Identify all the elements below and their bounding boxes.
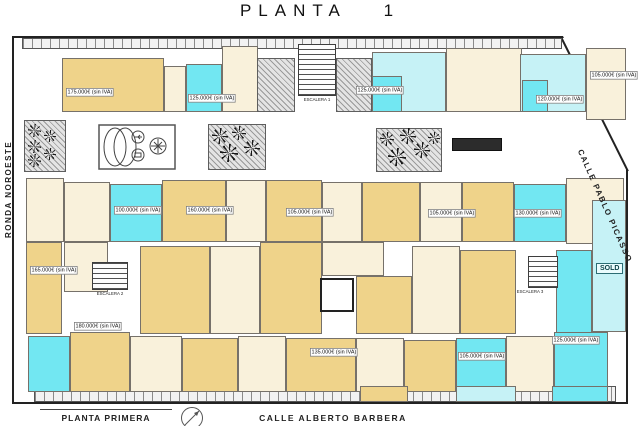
price-tag: 105.000€ (sin IVA) xyxy=(286,208,334,217)
apartment-unit xyxy=(362,182,420,242)
apartment-unit xyxy=(64,182,110,242)
price-tag: 130.000€ (sin IVA) xyxy=(514,209,562,218)
apartment-unit xyxy=(404,340,456,392)
apartment-unit xyxy=(456,338,506,392)
apartment-unit xyxy=(556,250,592,334)
apartment-unit xyxy=(506,336,554,392)
terrace-hatch xyxy=(336,58,372,112)
apartment-unit xyxy=(140,246,210,334)
staircase-label: ESCALERA 1 xyxy=(303,98,331,103)
apartment-unit xyxy=(412,246,460,334)
tree-icon xyxy=(212,128,228,144)
staircase xyxy=(528,256,558,288)
tree-icon xyxy=(388,148,406,166)
top-rooms-strip xyxy=(22,38,562,49)
apartment-unit xyxy=(70,332,130,392)
price-tag: 125.000€ (sin IVA) xyxy=(552,336,600,345)
price-tag: 180.000€ (sin IVA) xyxy=(74,322,122,331)
apartment-unit xyxy=(356,276,412,334)
plan-name-label: PLANTA PRIMERA xyxy=(40,409,172,423)
price-tag: 125.000€ (sin IVA) xyxy=(356,86,404,95)
garden-feature-icon xyxy=(98,124,176,170)
north-compass-icon xyxy=(181,407,203,426)
price-tag: 125.000€ (sin IVA) xyxy=(188,94,236,103)
sold-badge: SOLD xyxy=(596,263,624,274)
price-tag: 175.000€ (sin IVA) xyxy=(66,88,114,97)
apartment-unit xyxy=(460,250,516,334)
apartment-unit xyxy=(210,246,260,334)
tree-icon xyxy=(220,144,238,162)
price-tag: 105.000€ (sin IVA) xyxy=(428,209,476,218)
price-tag: 105.000€ (sin IVA) xyxy=(458,352,506,361)
tree-icon xyxy=(44,130,56,142)
apartment-unit xyxy=(130,336,182,392)
page-title: PLANTA 1 xyxy=(239,1,401,20)
apartment-unit xyxy=(26,178,64,242)
elevator-core xyxy=(320,278,354,312)
apartment-unit xyxy=(586,48,626,120)
tree-icon xyxy=(380,132,394,146)
apartment-unit xyxy=(286,338,356,392)
staircase-label: ESCALERA 3 xyxy=(516,290,544,295)
apartment-unit xyxy=(356,338,404,392)
tree-icon xyxy=(28,124,41,137)
apartment-unit xyxy=(62,58,164,112)
price-tag: 135.000€ (sin IVA) xyxy=(310,348,358,357)
staircase xyxy=(92,262,128,290)
price-tag: 120.000€ (sin IVA) xyxy=(536,95,584,104)
tree-icon xyxy=(428,132,440,144)
apartment-unit xyxy=(456,386,516,402)
apartment-unit xyxy=(446,48,522,112)
apartment-unit xyxy=(26,242,62,334)
staircase xyxy=(298,44,336,96)
apartment-unit xyxy=(28,336,70,392)
tree-icon xyxy=(28,140,41,153)
tree-icon xyxy=(44,148,56,160)
tree-icon xyxy=(414,142,430,158)
price-tag: 165.000€ (sin IVA) xyxy=(30,266,78,275)
price-tag: 105.000€ (sin IVA) xyxy=(590,71,638,80)
street-label-calle-alberto-barbera: CALLE ALBERTO BARBERA xyxy=(259,413,407,423)
apartment-unit xyxy=(552,386,608,402)
tree-icon xyxy=(400,128,416,144)
apartment-unit xyxy=(182,338,238,392)
apartment-unit xyxy=(260,242,322,334)
street-label-ronda-noroeste: RONDA NOROESTE xyxy=(4,140,13,238)
tree-icon xyxy=(232,126,246,140)
price-tag: 100.000€ (sin IVA) xyxy=(114,206,162,215)
apartment-unit xyxy=(360,386,408,402)
apartment-unit xyxy=(164,66,186,112)
staircase-label: ESCALERA 2 xyxy=(96,292,124,297)
tree-icon xyxy=(244,140,260,156)
tree-icon xyxy=(28,154,41,167)
planter-bar xyxy=(452,138,502,151)
terrace-hatch xyxy=(257,58,295,112)
apartment-unit xyxy=(238,336,286,392)
price-tag: 160.000€ (sin IVA) xyxy=(186,206,234,215)
apartment-unit xyxy=(186,64,222,112)
apartment-unit xyxy=(322,242,384,276)
